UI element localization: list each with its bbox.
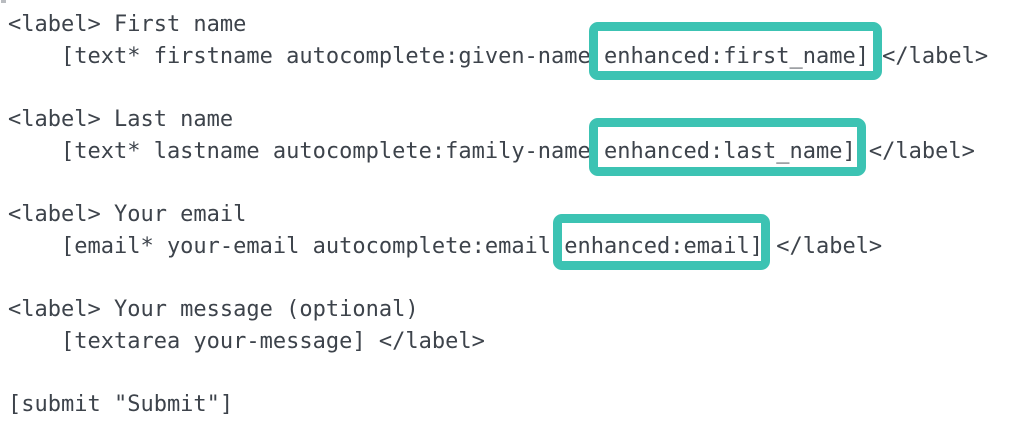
code-line: <label> Your message (optional) — [8, 297, 419, 323]
code-line — [8, 358, 988, 390]
code-line: [submit "Submit"] — [8, 392, 234, 418]
code-line: <label> Your email — [8, 202, 247, 228]
highlight-box-enhanced-email — [553, 214, 770, 270]
code-line: <label> Last name — [8, 107, 234, 133]
highlight-box-enhanced-first-name — [589, 22, 882, 80]
code-line — [8, 263, 988, 295]
code-line: [text* lastname autocomplete:family-name… — [8, 138, 975, 164]
code-line: [textarea your-message] </label> — [8, 328, 485, 354]
screenshot-artifact — [1, 0, 6, 3]
highlight-box-enhanced-last-name — [589, 118, 866, 176]
code-line: [email* your-email autocomplete:email en… — [8, 233, 883, 259]
code-line: [text* firstname autocomplete:given-name… — [8, 43, 989, 69]
code-snippet: <label> First name [text* firstname auto… — [8, 9, 988, 421]
code-line: <label> First name — [8, 12, 247, 37]
